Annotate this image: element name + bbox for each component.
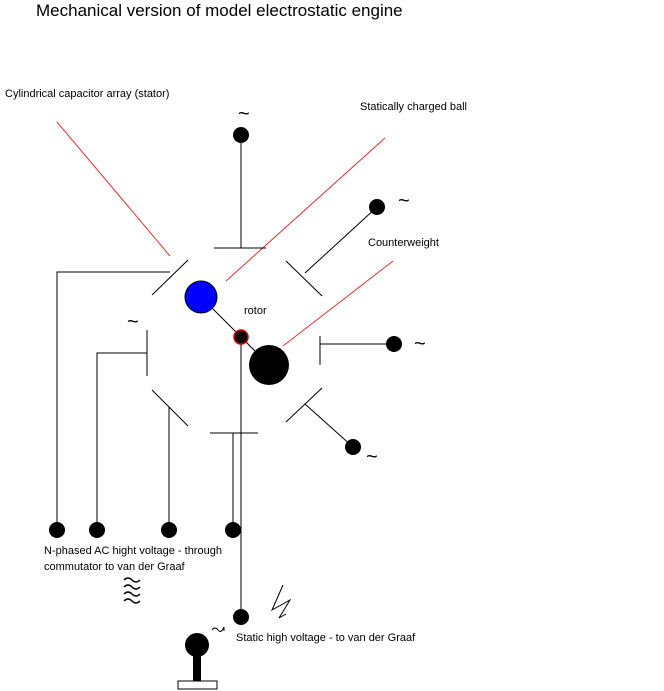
- terminal-top: [233, 127, 249, 143]
- stator-plate-lower-left: [151, 389, 189, 427]
- terminal-bottom-2: [89, 522, 105, 538]
- terminal-bottom-3: [161, 522, 177, 538]
- ground-plug-icon: [177, 633, 218, 690]
- wire-lower-right-terminal: [304, 403, 354, 448]
- ac-symbol-lower-right: ~: [366, 446, 378, 468]
- wire-upper-left-plate: [56, 271, 170, 530]
- ac-symbol-upper-right: ~: [398, 190, 410, 212]
- rotor-hub: [233, 329, 249, 345]
- terminal-lower-right: [345, 439, 361, 455]
- counterweight-pointer-line: [282, 260, 394, 347]
- rotor-label: rotor: [244, 305, 267, 317]
- stator-label: Cylindrical capacitor array (stator): [5, 88, 169, 100]
- counterweight: [249, 345, 289, 385]
- static-voltage-label: Static high voltage - to van der Graaf: [236, 632, 416, 644]
- ac-voltage-label-line2: commutator to van der Graaf: [44, 561, 186, 573]
- terminal-static: [233, 609, 249, 625]
- ac-symbol-right: ~: [414, 333, 426, 355]
- wire-upper-right-terminal: [304, 206, 378, 274]
- stator-plate-lower-right: [285, 387, 323, 423]
- stator-plate-upper-left: [151, 259, 189, 296]
- wire-left-plate: [96, 352, 147, 530]
- ac-voltage-label-line1: N-phased AC hight voltage - through: [44, 545, 222, 557]
- multi-wave-symbol: [123, 577, 141, 604]
- ac-symbol-top: ~: [238, 103, 250, 125]
- pointer-lines: [56, 121, 394, 347]
- stator-pointer-line: [56, 121, 171, 257]
- small-squiggle-icon: [211, 626, 225, 632]
- charged-ball-label: Statically charged ball: [360, 101, 467, 113]
- terminals: [49, 127, 402, 625]
- terminal-bottom-4: [225, 522, 241, 538]
- counterweight-label: Counterweight: [368, 237, 439, 249]
- ball-pointer-line: [225, 137, 386, 282]
- stator-and-wiring: [56, 135, 394, 617]
- terminal-upper-right: [369, 199, 385, 215]
- ac-source-symbols: ~ ~ ~ ~ ~: [127, 103, 426, 468]
- terminal-bottom-1: [49, 522, 65, 538]
- stator-plate-upper-right: [285, 260, 323, 297]
- charged-ball: [184, 280, 218, 314]
- lightning-bolt-icon: [270, 584, 292, 619]
- diagram-title: Mechanical version of model electrostati…: [36, 1, 403, 20]
- ac-symbol-left: ~: [127, 311, 139, 333]
- terminal-right: [386, 336, 402, 352]
